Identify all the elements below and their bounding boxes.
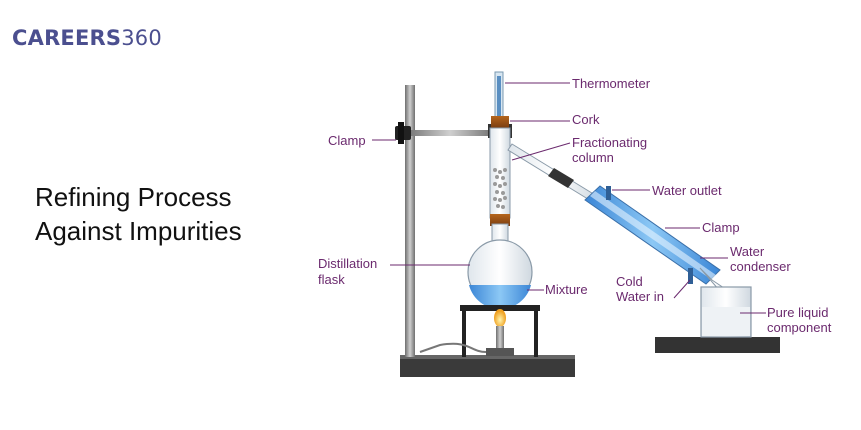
clamp-arm bbox=[405, 130, 495, 136]
leader-cold-water bbox=[673, 279, 691, 299]
label-clamp-left: Clamp bbox=[328, 133, 366, 148]
label-fractionating-2: column bbox=[572, 150, 614, 165]
leader-fractionating bbox=[511, 142, 571, 161]
title-line-1: Refining Process bbox=[35, 182, 232, 212]
label-water-condenser-1: Water bbox=[730, 244, 765, 259]
label-mixture: Mixture bbox=[545, 282, 588, 297]
title-line-2: Against Impurities bbox=[35, 216, 242, 246]
label-clamp-right: Clamp bbox=[702, 220, 740, 235]
burner-icon bbox=[419, 309, 514, 356]
beaker bbox=[700, 286, 752, 338]
label-cold-water-2: Water in bbox=[616, 289, 664, 304]
water-condenser bbox=[584, 185, 731, 299]
distillation-flask bbox=[467, 223, 533, 310]
page-title: Refining Process Against Impurities bbox=[35, 180, 315, 248]
label-distillation-1: Distillation bbox=[318, 256, 377, 271]
beaker-base bbox=[655, 337, 780, 353]
stand-base bbox=[400, 355, 575, 377]
logo-text-360: 360 bbox=[121, 26, 162, 50]
label-water-outlet: Water outlet bbox=[652, 183, 722, 198]
label-distillation-2: flask bbox=[318, 272, 345, 287]
label-thermometer: Thermometer bbox=[572, 76, 651, 91]
label-pure-liquid-1: Pure liquid bbox=[767, 305, 828, 320]
clamp-knob-icon bbox=[395, 122, 411, 144]
label-pure-liquid-2: component bbox=[767, 320, 832, 335]
cork-flask bbox=[490, 214, 510, 226]
label-fractionating-1: Fractionating bbox=[572, 135, 647, 150]
cork-top bbox=[491, 116, 509, 128]
label-cold-water-1: Cold bbox=[616, 274, 643, 289]
logo-text-careers: CAREERS bbox=[12, 26, 122, 50]
label-cork: Cork bbox=[572, 112, 600, 127]
stand-rod bbox=[405, 85, 415, 357]
tripod-stand bbox=[460, 305, 540, 357]
label-water-condenser-2: condenser bbox=[730, 259, 791, 274]
careers360-logo: CAREERS360 bbox=[12, 26, 162, 50]
column-beads bbox=[493, 168, 507, 209]
